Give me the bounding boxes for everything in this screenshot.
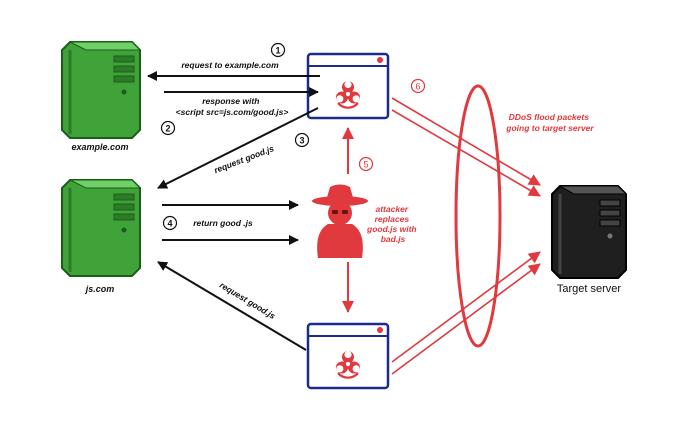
target-server: [551, 185, 628, 279]
step-2-number: 2: [165, 124, 170, 134]
ddos-label: DDoS flood packets going to target serve…: [505, 112, 594, 133]
attacker-label: attacker replaces good.js with bad.js: [366, 204, 419, 244]
close-icon: [377, 327, 383, 333]
step-1-badge: [270, 42, 286, 58]
step-1-label: request to example.com: [181, 60, 279, 70]
flood-line-top-1: [391, 97, 541, 186]
step-6-badge: [410, 78, 426, 94]
step-6-number: 6: [415, 82, 420, 92]
example-server: [61, 41, 142, 139]
browser-window-top: [306, 52, 390, 120]
js-server-label: js.com: [85, 284, 115, 294]
step-2-label: response with <script src=js.com/good.js…: [176, 96, 289, 117]
step-3-label: request good.js: [213, 143, 276, 175]
flood-ellipse: [454, 84, 502, 348]
step-5-number: 5: [363, 160, 368, 170]
step-4-label: return good .js: [193, 218, 253, 228]
arrow-step-3: [157, 107, 319, 189]
flood-line-top-2: [391, 109, 541, 197]
step-3-number: 3: [299, 136, 304, 146]
step-4-number: 4: [167, 219, 172, 229]
attacker-glasses: [332, 210, 348, 214]
step-3-badge: [294, 132, 310, 148]
browser-window-bottom: [306, 322, 390, 390]
step-5-badge: [358, 156, 374, 172]
step-1-number: 1: [275, 46, 280, 56]
step-4-badge: [162, 215, 178, 231]
flood-line-bottom-1: [391, 251, 541, 363]
js-server: [61, 179, 142, 277]
target-server-label: Target server: [557, 283, 622, 295]
step-2-badge: [160, 120, 176, 136]
attacker-icon: [312, 184, 368, 258]
close-icon: [377, 57, 383, 63]
example-server-label: example.com: [71, 142, 128, 152]
arrow-bottom-request: [157, 261, 307, 351]
